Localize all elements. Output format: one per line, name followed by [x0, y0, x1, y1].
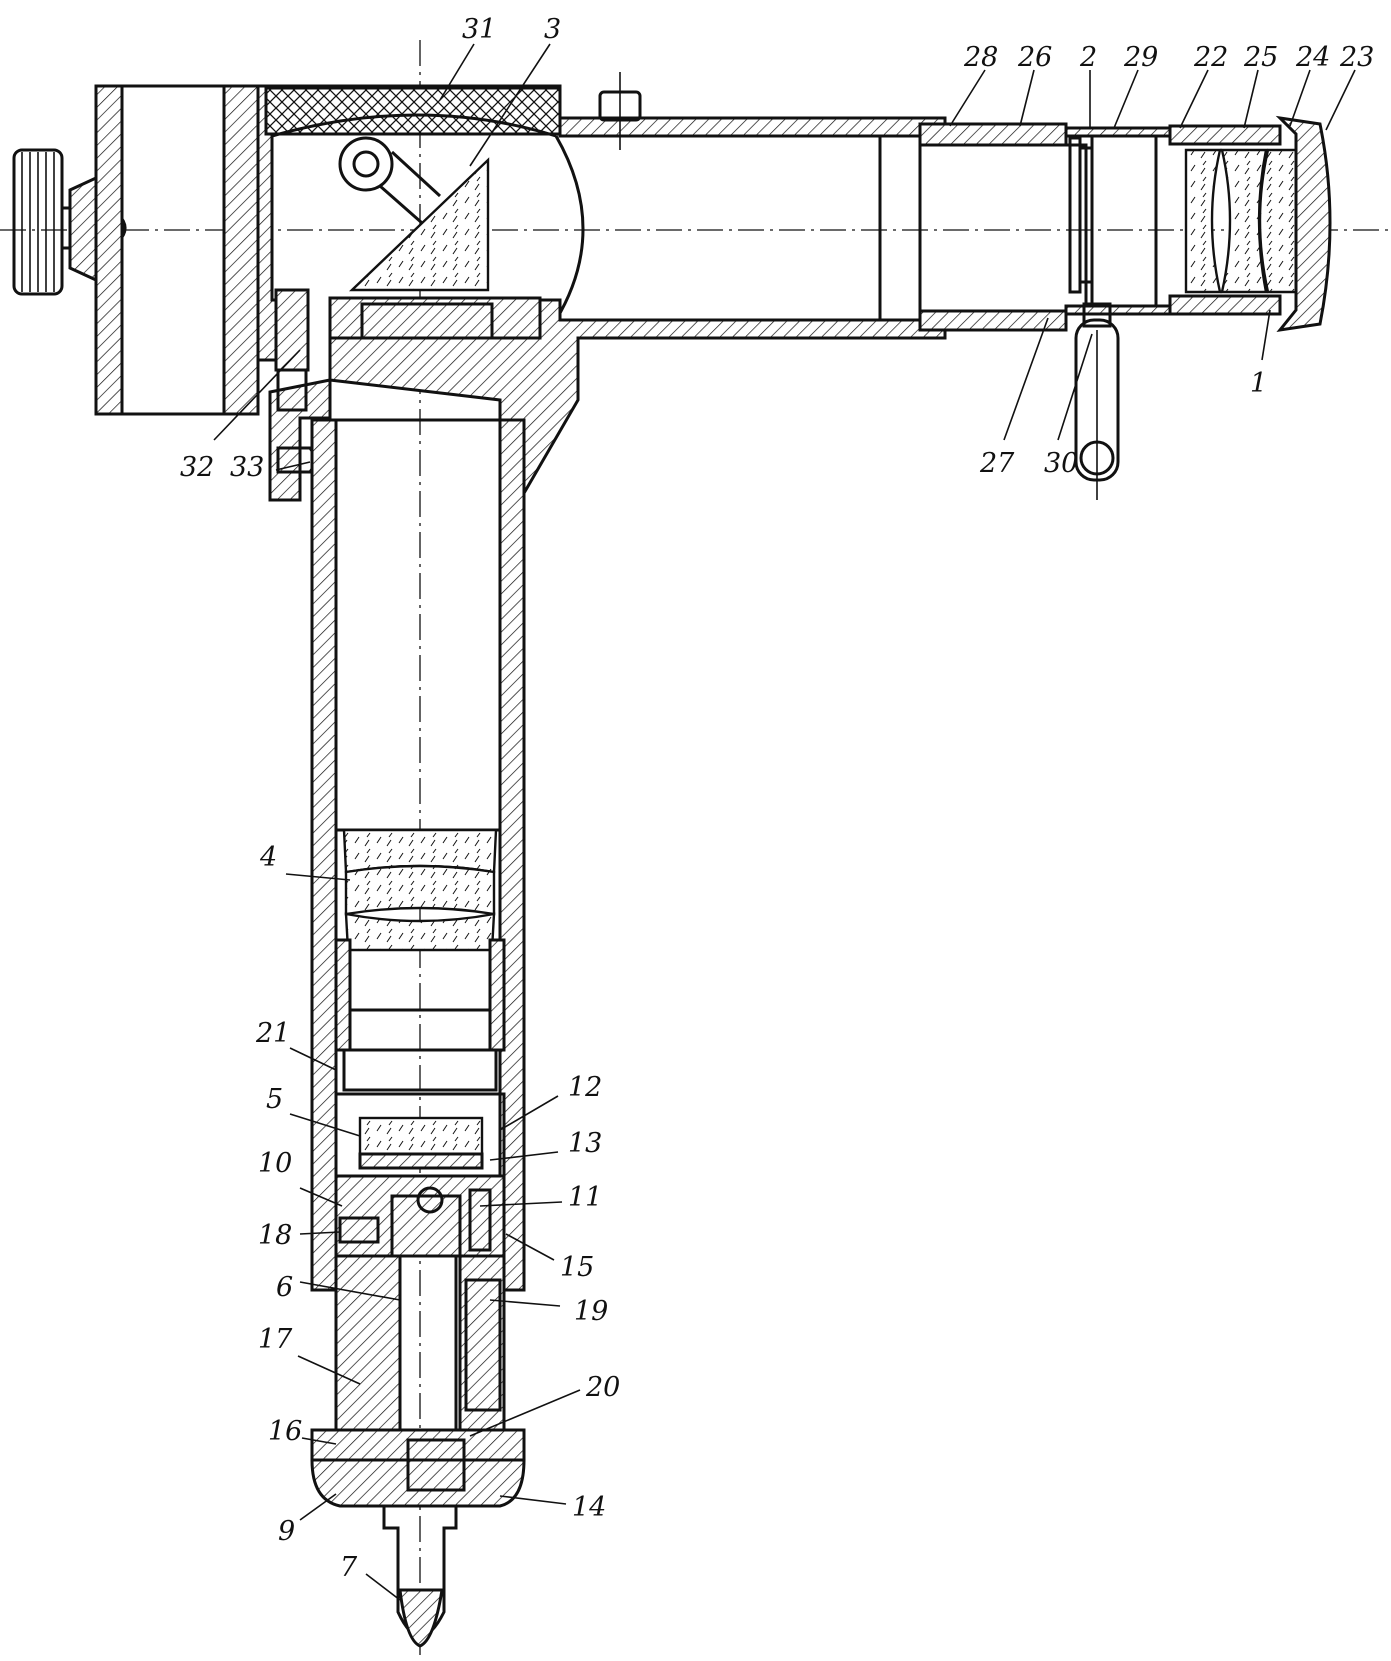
- label-6: 6: [276, 1272, 293, 1303]
- label-20: 20: [585, 1372, 620, 1403]
- label-14: 14: [572, 1492, 606, 1523]
- eyepiece-tube: [878, 115, 1332, 500]
- prism-housing: [256, 72, 947, 502]
- label-24: 24: [1295, 42, 1330, 73]
- label-12: 12: [568, 1072, 602, 1103]
- label-1: 1: [1250, 368, 1267, 399]
- label-19: 19: [574, 1296, 608, 1327]
- prism-3: [349, 157, 490, 292]
- label-22: 22: [1193, 42, 1228, 73]
- label-18: 18: [258, 1220, 292, 1251]
- label-26: 26: [1017, 42, 1052, 73]
- label-28: 28: [963, 42, 998, 73]
- label-7: 7: [340, 1552, 358, 1583]
- label-10: 10: [258, 1148, 292, 1179]
- leader-lines: [213, 43, 1356, 1601]
- vertical-tube: [310, 418, 526, 1648]
- label-3: 3: [544, 14, 561, 45]
- callout-labels: 31 3 28 26 2 29 22 25 24 23 1 27 30 32 3…: [180, 14, 1374, 1583]
- label-23: 23: [1339, 42, 1374, 73]
- label-16: 16: [268, 1416, 302, 1447]
- label-2: 2: [1079, 42, 1097, 73]
- label-27: 27: [979, 448, 1015, 479]
- label-33: 33: [230, 452, 264, 483]
- label-31: 31: [462, 14, 496, 45]
- end-cap: [68, 84, 260, 416]
- label-9: 9: [278, 1516, 295, 1547]
- label-21: 21: [255, 1018, 290, 1049]
- label-25: 25: [1243, 42, 1278, 73]
- label-15: 15: [560, 1252, 594, 1283]
- label-13: 13: [568, 1128, 602, 1159]
- label-30: 30: [1044, 448, 1078, 479]
- label-32: 32: [180, 452, 214, 483]
- label-5: 5: [266, 1084, 283, 1115]
- filter-5: [358, 1116, 484, 1156]
- label-11: 11: [568, 1182, 602, 1213]
- label-17: 17: [258, 1324, 293, 1355]
- label-4: 4: [259, 842, 277, 873]
- label-29: 29: [1123, 42, 1158, 73]
